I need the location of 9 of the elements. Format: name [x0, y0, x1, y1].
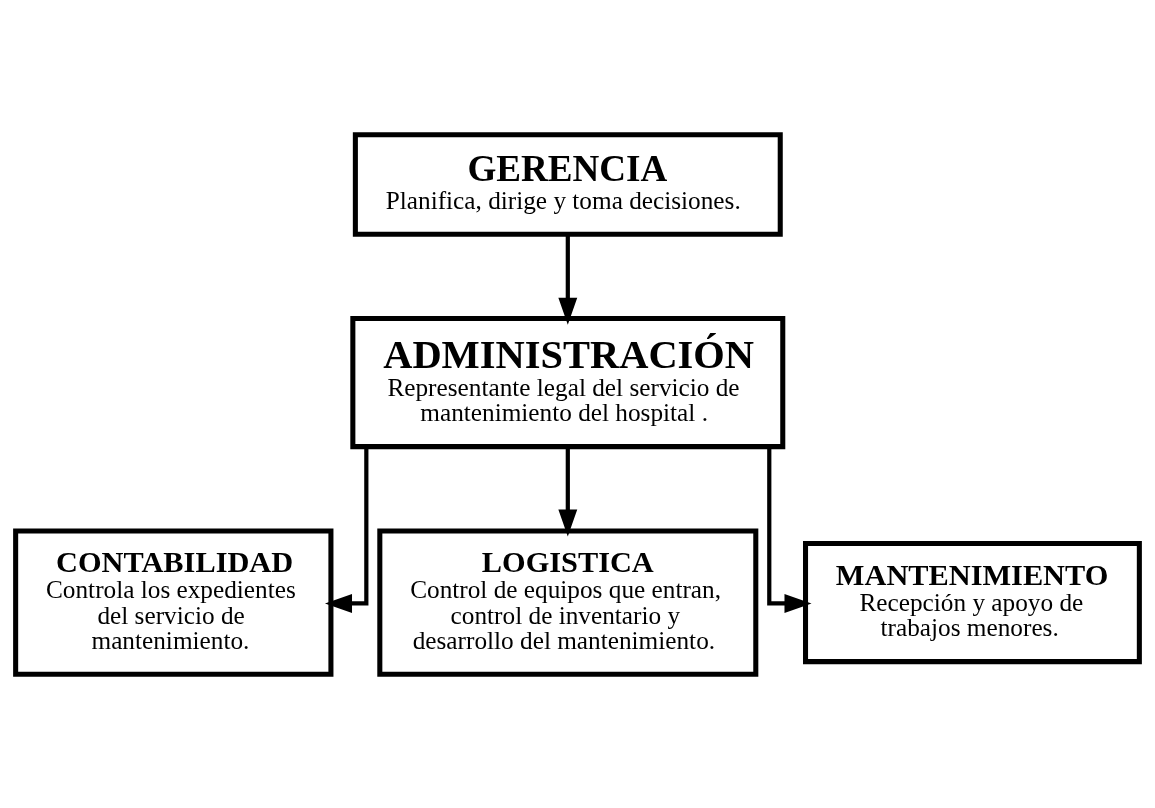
arrow — [325, 446, 369, 613]
arrow — [558, 233, 578, 325]
node-box: GERENCIA Planifica, dirige y toma decisiones. — [352, 131, 783, 237]
arrow — [767, 446, 812, 613]
node-box: LOGISTICA Control de equipos que entran, control de inventario y desarrollo del mantenimiento. — [377, 527, 759, 677]
node-box: MANTENIMIENTO Recepción y apoyo de trabajos menores. — [803, 540, 1142, 664]
node-box: CONTABILIDAD Controla los expedientes del servicio de mantenimiento. — [13, 527, 334, 677]
arrow — [558, 446, 578, 537]
node-box: ADMINISTRACIÓN Representante legal del servicio de mantenimiento del hospital . — [350, 315, 786, 449]
